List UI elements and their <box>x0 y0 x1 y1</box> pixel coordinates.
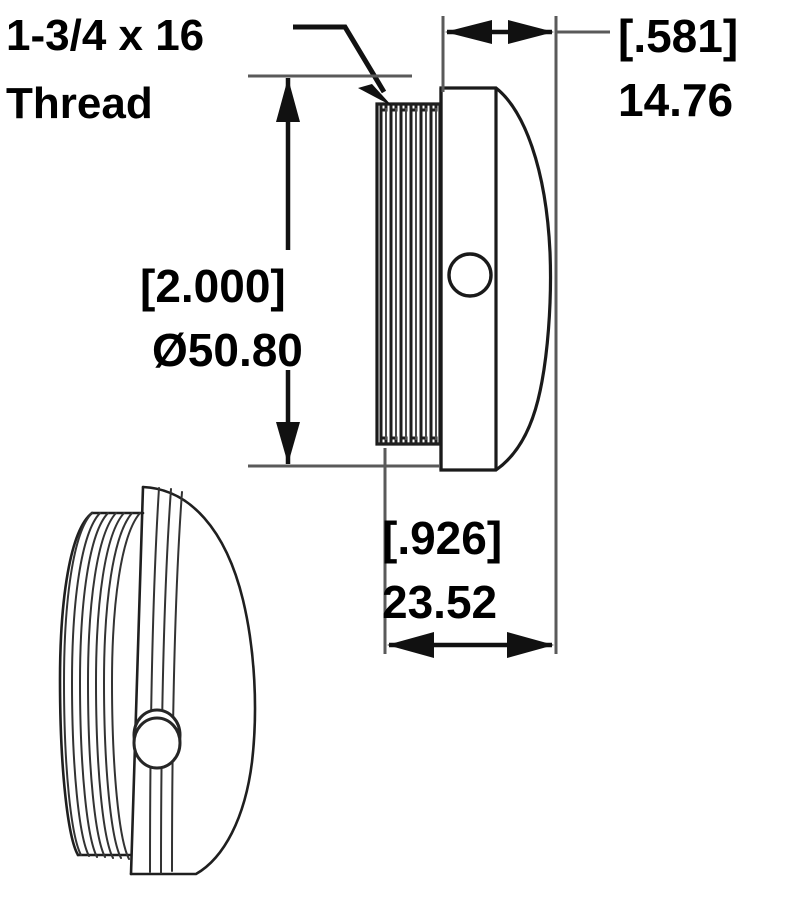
iso-vent-hole-rim <box>132 716 182 770</box>
iso-thread-line <box>87 512 117 858</box>
thread-callout-line1: 1-3/4 x 16 <box>6 11 204 60</box>
thread-line-group <box>379 108 437 440</box>
diameter-dimension-group <box>248 74 440 468</box>
iso-thread-group <box>63 512 141 860</box>
length-dimension-mm: 23.52 <box>382 576 497 628</box>
isometric-view <box>58 485 257 876</box>
dimension-arrow-right <box>507 632 554 658</box>
dimension-arrow-left <box>445 20 492 44</box>
iso-groove-line-outer <box>149 487 160 873</box>
thread-crest-bottom <box>377 436 440 446</box>
iso-thread-line <box>111 512 141 860</box>
iso-thread-line <box>71 512 101 857</box>
dimension-arrow-right <box>508 20 554 44</box>
leader-arrowhead <box>358 84 392 106</box>
diameter-dimension-mm: Ø50.80 <box>152 324 303 376</box>
iso-thread-line <box>95 512 125 859</box>
iso-dome-silhouette <box>129 485 257 876</box>
iso-thread-line <box>63 512 93 856</box>
width-dimension-inch: [.581] <box>618 10 738 62</box>
length-dimension-group <box>383 260 558 658</box>
iso-groove-line-inner <box>160 488 172 874</box>
domed-face-profile <box>439 86 553 472</box>
iso-thread-body-outline <box>58 511 94 857</box>
iso-thread-line <box>79 512 109 858</box>
iso-groove-line-third <box>171 491 183 872</box>
thread-callout-line2: Thread <box>6 79 153 128</box>
dimension-arrow-left <box>387 632 434 658</box>
thread-crest-top <box>377 102 440 112</box>
width-dimension-group <box>441 16 610 260</box>
dimension-arrow-up <box>276 78 300 122</box>
side-section-view <box>375 86 553 472</box>
iso-cap-left-boundary <box>129 485 145 876</box>
thread-callout-leader <box>293 24 392 106</box>
iso-thread-line <box>103 512 133 859</box>
vent-hole <box>447 252 493 298</box>
dimension-arrow-down <box>276 422 300 464</box>
width-dimension-mm: 14.76 <box>618 74 733 126</box>
length-dimension-inch: [.926] <box>382 512 502 564</box>
diameter-dimension-inch: [2.000] <box>140 260 286 312</box>
leader-line <box>293 24 387 94</box>
